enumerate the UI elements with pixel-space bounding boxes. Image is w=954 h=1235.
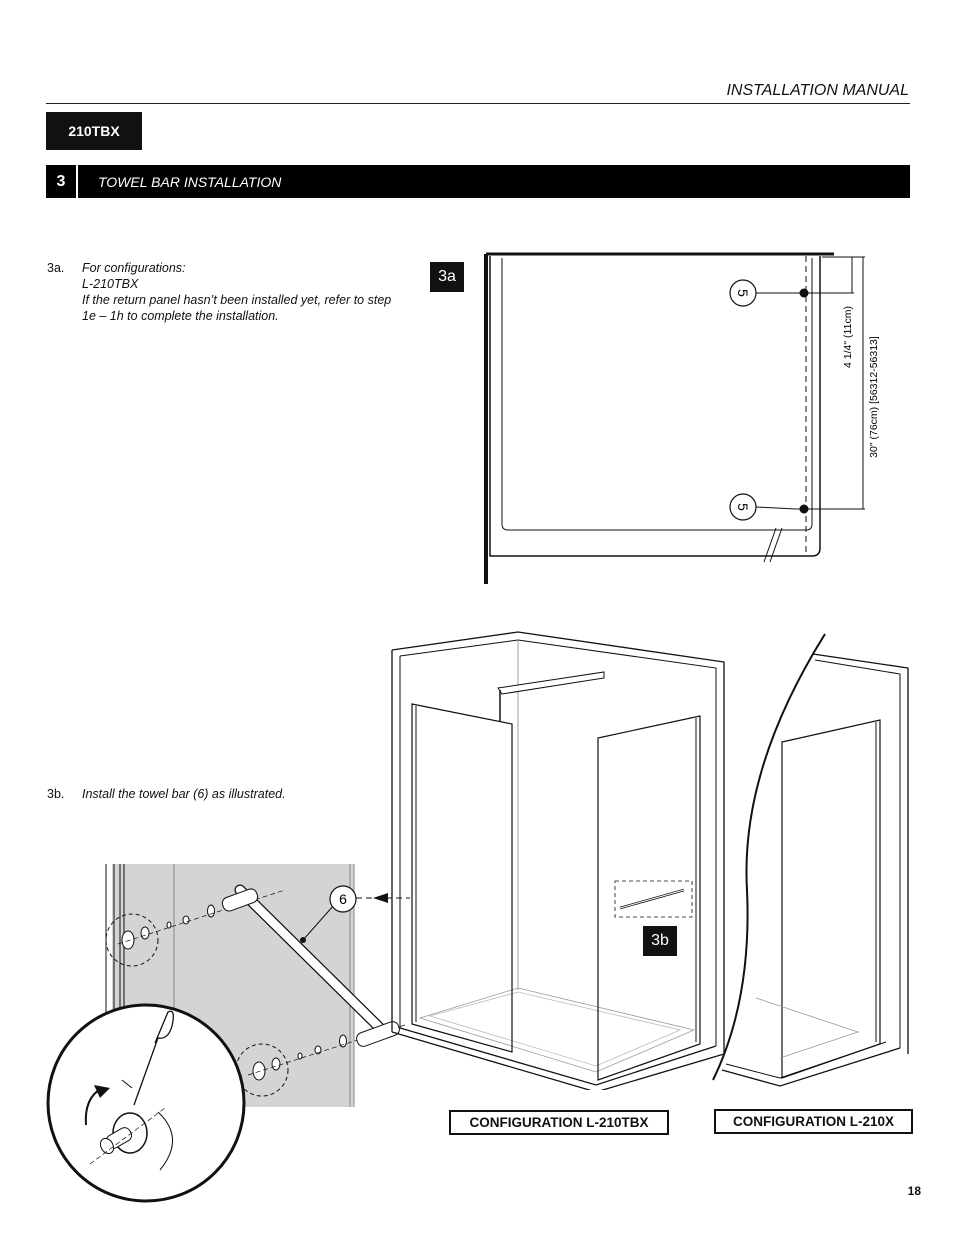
towel-bar-icon [221,884,400,1047]
page-number: 18 [907,1184,921,1198]
model-badge: 210TBX [46,112,142,150]
callout-6: 6 [339,891,347,907]
figure-3a-drawing: 5 5 4 1/4" (11cm) 30" (76cm) [56312-5631… [484,252,880,584]
detail-magnifier-icon [46,1003,246,1203]
manual-title: INSTALLATION MANUAL [726,82,909,99]
instruction-3a-line: For configurations: [82,261,186,275]
step-number: 3 [46,165,78,198]
dimension-small-label: 4 1/4" (11cm) [842,306,854,368]
instruction-3a-line: If the return panel hasn’t been installe… [82,293,392,307]
instruction-3b: 3b. Install the towel bar (6) as illustr… [47,786,367,804]
figure-3a-label: 3a [430,262,464,292]
instruction-3b-number: 3b. [47,787,65,801]
instruction-3b-text: Install the towel bar (6) as illustrated… [82,787,286,801]
towel-bar-detail-drawing: 6 [46,864,410,1203]
config-l210tbx-label: CONFIGURATION L-210TBX [449,1110,669,1135]
instruction-3a-line: L-210TBX [82,277,139,291]
dimension-large-label: 30" (76cm) [56312-56313] [868,336,880,458]
enclosure-l210tbx-drawing [391,631,725,1090]
config-l210x-label: CONFIGURATION L-210X [714,1109,913,1134]
header-rule [46,103,910,104]
step-title: TOWEL BAR INSTALLATION [98,174,282,190]
instruction-3a: 3a. For configurations: L-210TBX If the … [47,260,447,330]
callout-5-bottom: 5 [735,503,751,511]
figure-3b-label: 3b [643,926,677,956]
hole-bottom-icon [796,504,814,514]
callout-5-top: 5 [735,289,751,297]
instruction-3a-line: 1e – 1h to complete the installation. [82,309,279,323]
hole-top-icon [796,288,814,298]
instruction-3a-number: 3a. [47,261,65,275]
enclosure-l210x-drawing [712,633,909,1087]
step-bar: 3 TOWEL BAR INSTALLATION [46,165,910,198]
